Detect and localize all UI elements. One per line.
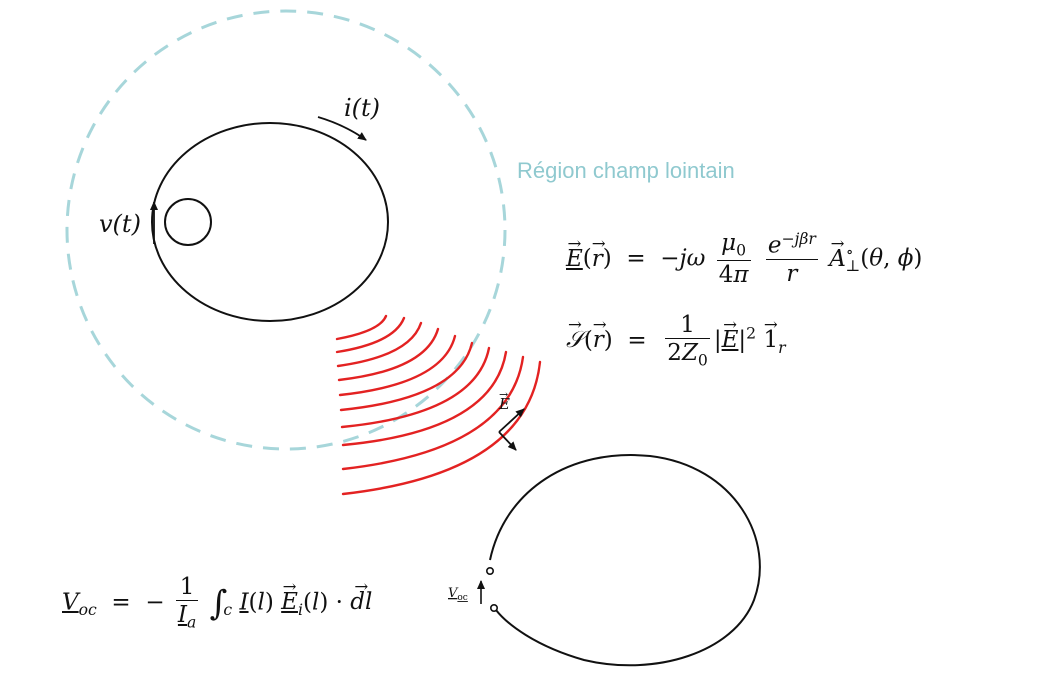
receive-terminal-top xyxy=(485,566,494,575)
equation-open-circuit-voltage: Voc = − 1Ia ∫c I(l) Ei(l) · dl xyxy=(62,574,372,633)
far-field-boundary xyxy=(65,9,507,451)
far-field-region-label: Région champ lointain xyxy=(517,158,735,183)
voltage-source xyxy=(164,198,212,246)
e-field-label-vector: → xyxy=(499,388,508,401)
wavefront-2 xyxy=(335,316,406,354)
e-field-arrow-up xyxy=(498,408,525,433)
wavefront-10 xyxy=(341,360,542,496)
wavefront-1 xyxy=(335,314,388,341)
e-field-label: E xyxy=(498,395,510,413)
wavefront-9 xyxy=(341,355,525,471)
voc-label: Voc xyxy=(448,586,468,603)
transmit-loop xyxy=(151,122,389,322)
wavefront-4 xyxy=(337,327,440,382)
current-label: i(t) xyxy=(344,94,380,122)
receive-loop xyxy=(489,454,761,667)
receive-terminal-bottom xyxy=(489,603,498,612)
wavefront-5 xyxy=(338,334,457,397)
voltage-label: v(t) xyxy=(99,210,141,238)
radiated-wavefronts xyxy=(335,314,542,496)
wavefront-6 xyxy=(339,341,474,412)
wavefront-3 xyxy=(336,321,423,368)
current-arrow xyxy=(317,116,367,141)
wavefront-7 xyxy=(340,346,491,429)
e-field-arrow-down xyxy=(498,431,517,451)
wavefront-8 xyxy=(341,350,508,447)
